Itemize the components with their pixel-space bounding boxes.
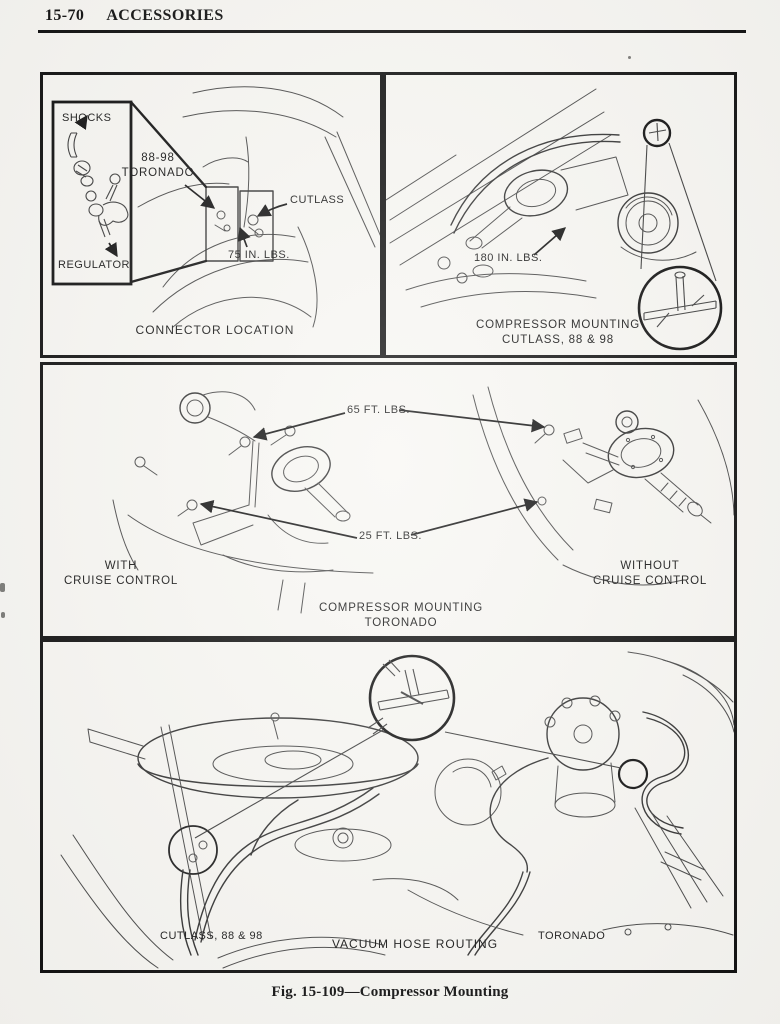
label-toronado: TORONADO bbox=[538, 930, 606, 942]
label-torque-75: 75 IN. LBS. bbox=[228, 249, 290, 261]
panel-vacuum-hose-routing: CUTLASS, 88 & 98 VACUUM HOSE ROUTING TOR… bbox=[40, 639, 737, 973]
figure-caption: Fig. 15-109—Compressor Mounting bbox=[271, 984, 509, 1000]
vacuum-hose-drawing bbox=[60, 651, 734, 969]
scan-noise bbox=[1, 612, 5, 618]
header-rule bbox=[38, 30, 746, 33]
caption-connector-location: CONNECTOR LOCATION bbox=[135, 323, 295, 337]
clamp-detail-drawing bbox=[643, 271, 717, 328]
scan-noise bbox=[628, 56, 631, 59]
label-cutlass-88-98: CUTLASS, 88 & 98 bbox=[160, 930, 263, 942]
section-title: ACCESSORIES bbox=[106, 7, 224, 24]
scan-noise bbox=[0, 583, 5, 592]
caption-vacuum-hose-routing: VACUUM HOSE ROUTING bbox=[331, 937, 499, 951]
tee-fitting-detail-drawing bbox=[367, 659, 450, 735]
connector-location-drawing bbox=[51, 86, 380, 328]
label-regulator: REGULATOR bbox=[58, 259, 130, 271]
label-torque-25: 25 FT. LBS. bbox=[359, 530, 422, 542]
connector-inset-drawing bbox=[67, 132, 129, 238]
label-shocks: SHOCKS bbox=[62, 112, 112, 124]
compressor-cutlass-drawing bbox=[386, 88, 723, 351]
compressor-toronado-drawing bbox=[112, 386, 734, 614]
page-header: 15-70 ACCESSORIES bbox=[45, 7, 224, 25]
section-number: 15-70 bbox=[45, 7, 85, 24]
label-cutlass: CUTLASS bbox=[290, 194, 345, 206]
label-torque-180: 180 IN. LBS. bbox=[474, 252, 543, 264]
label-torque-65: 65 FT. LBS. bbox=[347, 404, 410, 416]
